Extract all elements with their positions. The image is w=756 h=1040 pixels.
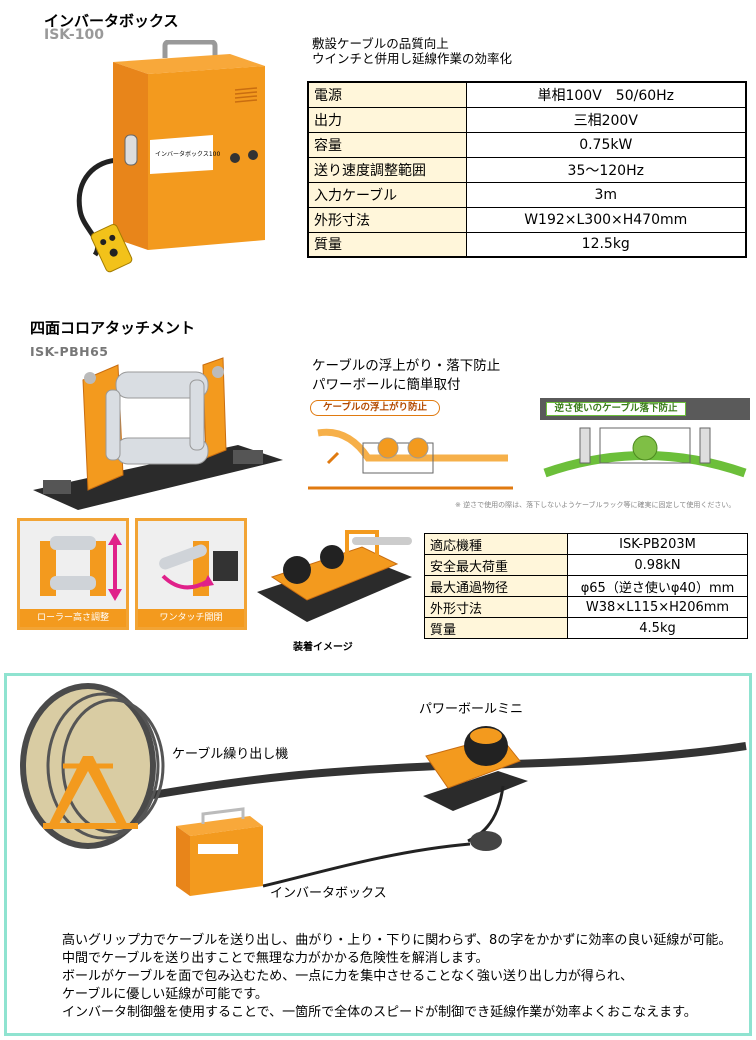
system-description: 高いグリップ力でケーブルを送り出し、曲がり・上り・下りに関わらず、8の字をかかず… xyxy=(62,932,731,1022)
label-cable-feeder: ケーブル繰り出し機 xyxy=(172,747,289,762)
spec-value: 0.75kW xyxy=(465,131,747,158)
spec-value: 12.5kg xyxy=(465,231,747,258)
diagram-label-badge: ケーブルの浮上がり防止 xyxy=(310,400,440,416)
table-row: 電源単相100V 50/60Hz xyxy=(307,81,747,108)
system-diagram xyxy=(20,683,747,896)
attachment-description: ケーブルの浮上がり・落下防止 パワーボールに簡単取付 xyxy=(312,357,500,395)
spec-value: W192×L300×H470mm xyxy=(465,206,747,233)
diagram-drop-prevention: 逆さ使いのケーブル落下防止 xyxy=(540,398,750,498)
inverter-desc-line: ウインチと併用し延線作業の効率化 xyxy=(312,51,513,66)
spec-label: 入力ケーブル xyxy=(307,181,467,208)
label-inverter-box: インバータボックス xyxy=(270,886,387,901)
photo-caption: ローラー高さ調整 xyxy=(20,609,126,627)
photo-roller-height: ローラー高さ調整 xyxy=(17,518,129,630)
spec-label: 外形寸法 xyxy=(424,596,568,618)
mount-caption: 装着イメージ xyxy=(293,642,353,653)
spec-label: 最大通過物径 xyxy=(424,575,568,597)
system-desc-line: 高いグリップ力でケーブルを送り出し、曲がり・上り・下りに関わらず、8の字をかかず… xyxy=(62,933,732,948)
table-row: 出力三相200V xyxy=(307,106,747,133)
spec-label: 出力 xyxy=(307,106,467,133)
inverter-desc-line: 敷設ケーブルの品質向上 xyxy=(312,36,449,51)
inverter-model: ISK-100 xyxy=(44,27,104,43)
diagram-lift-prevention: ケーブルの浮上がり防止 xyxy=(308,400,513,495)
spec-value: W38×L115×H206mm xyxy=(567,596,748,618)
system-desc-line: ボールがケーブルを面で包み込むため、一点に力を集中させることなく強い送り出し力が… xyxy=(62,969,633,984)
mount-image xyxy=(257,530,412,622)
spec-value: 3m xyxy=(465,181,747,208)
spec-label: 質量 xyxy=(424,617,568,639)
label-powerball-mini: パワーボールミニ xyxy=(419,702,524,717)
inverter-title: インバータボックス xyxy=(44,12,179,30)
diagram-label: 逆さ使いのケーブル落下防止 xyxy=(554,403,678,414)
spec-label: 外形寸法 xyxy=(307,206,467,233)
attachment-model: ISK-PBH65 xyxy=(30,344,109,359)
inverter-panel-label: インバータボックス100 xyxy=(155,150,220,158)
spec-value: 三相200V xyxy=(465,106,747,133)
photo-one-touch-open: ワンタッチ開閉 xyxy=(135,518,247,630)
spec-label: 送り速度調整範囲 xyxy=(307,156,467,183)
spec-value: 0.98kN xyxy=(567,554,748,576)
diagram-label-badge: 逆さ使いのケーブル落下防止 xyxy=(546,402,686,416)
spec-label: 質量 xyxy=(307,231,467,258)
spec-value: 4.5kg xyxy=(567,617,748,639)
photo-caption: ワンタッチ開閉 xyxy=(138,609,244,627)
spec-value: 35～120Hz xyxy=(465,156,747,183)
system-desc-line: ケーブルに優しい延線が可能です。 xyxy=(62,987,268,1002)
spec-label: 電源 xyxy=(307,81,467,108)
attachment-note: ※ 逆さで使用の際は、落下しないようケーブルラック等に確実に固定して使用ください… xyxy=(455,501,736,509)
attachment-title: 四面コロアタッチメント xyxy=(30,319,196,337)
inverter-description: 敷設ケーブルの品質向上 ウインチと併用し延線作業の効率化 xyxy=(312,36,512,66)
spec-label: 安全最大荷重 xyxy=(424,554,568,576)
spec-value: ISK-PB203M xyxy=(567,533,748,555)
spec-label: 容量 xyxy=(307,131,467,158)
inverter-box-photo: インバータボックス100 xyxy=(76,40,265,273)
diagram-label: ケーブルの浮上がり防止 xyxy=(323,402,427,413)
attachment-desc-line: ケーブルの浮上がり・落下防止 xyxy=(312,358,501,374)
attachment-desc-line: パワーボールに簡単取付 xyxy=(312,377,461,393)
spec-label: 適応機種 xyxy=(424,533,568,555)
system-panel xyxy=(4,673,752,1036)
spec-value: φ65（逆さ使いφ40）mm xyxy=(567,575,748,597)
attachment-photo xyxy=(33,357,283,510)
system-desc-line: 中間でケーブルを送り出すことで無理な力がかかる危険性を解消します。 xyxy=(62,951,489,966)
system-desc-line: インバータ制御盤を使用することで、一箇所で全体のスピードが制御でき延線作業が効率… xyxy=(62,1005,697,1020)
spec-value: 単相100V 50/60Hz xyxy=(465,81,747,108)
